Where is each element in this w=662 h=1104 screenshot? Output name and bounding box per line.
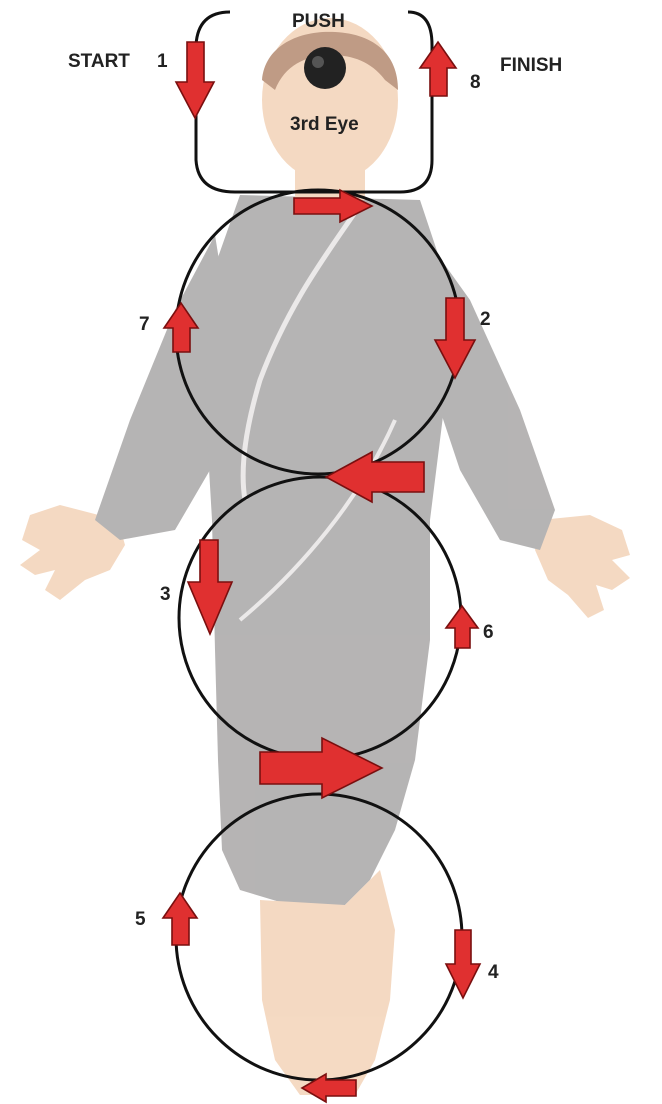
start-label: START	[68, 52, 130, 71]
step-number-5: 5	[135, 910, 146, 929]
arrow-1	[176, 42, 214, 118]
robed-figure	[20, 18, 630, 1095]
right-hand	[535, 515, 630, 618]
robe	[205, 195, 445, 910]
third-eye-dot	[304, 47, 346, 89]
step-number-3: 3	[160, 585, 171, 604]
step-number-8: 8	[470, 73, 481, 92]
finish-label: FINISH	[500, 56, 562, 75]
arrow-6	[446, 606, 478, 648]
step-number-1: 1	[157, 52, 168, 71]
step-number-2: 2	[480, 310, 491, 329]
arrow-5	[163, 893, 197, 945]
push-label: PUSH	[292, 12, 345, 31]
third-eye-label: 3rd Eye	[290, 115, 359, 134]
third-eye-shine	[312, 56, 324, 68]
step-number-6: 6	[483, 623, 494, 642]
step-number-7: 7	[139, 315, 150, 334]
step-number-4: 4	[488, 963, 499, 982]
arrow-8	[420, 42, 456, 96]
